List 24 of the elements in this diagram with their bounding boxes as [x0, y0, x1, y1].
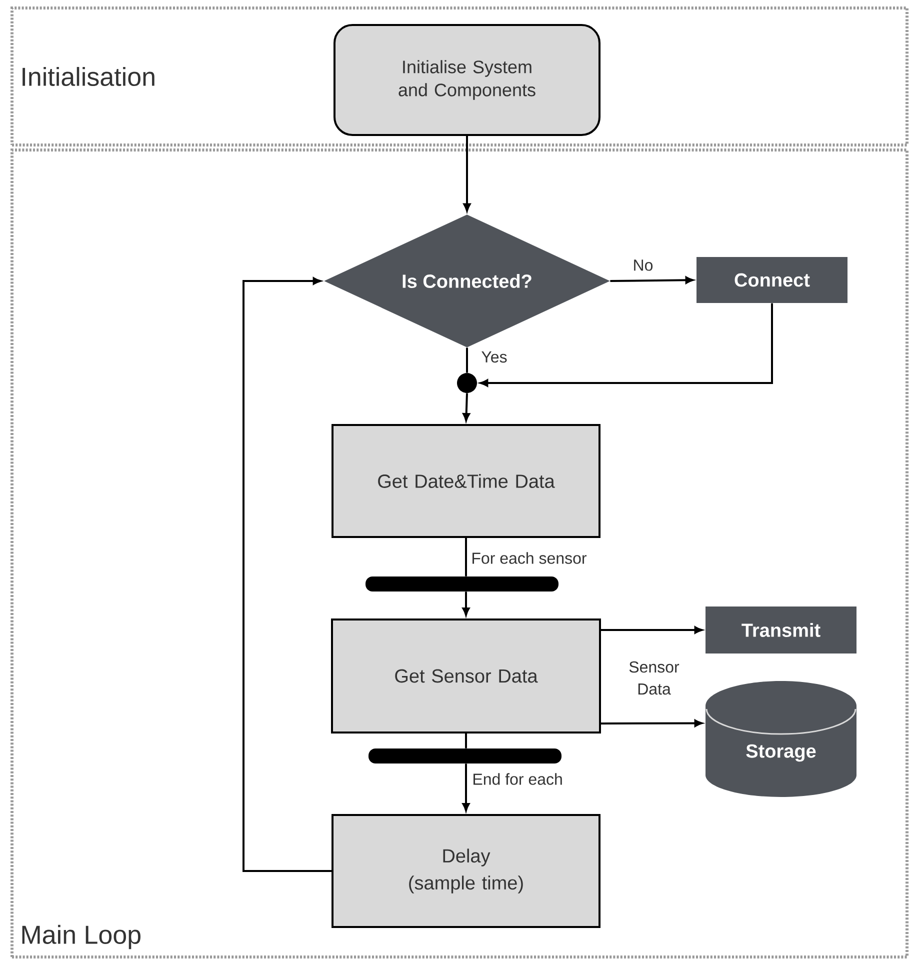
junction-dot [457, 373, 477, 393]
sync-bar [368, 748, 562, 764]
arrow [462, 393, 470, 422]
arrow [242, 277, 332, 872]
edge-label: End for each [471, 772, 564, 786]
arrow [601, 720, 702, 727]
arrow [610, 276, 694, 284]
edge-label: No [632, 258, 654, 272]
arrow [463, 136, 471, 212]
arrow [462, 764, 470, 812]
edge-label: For each sensor [470, 551, 588, 565]
arrow [601, 626, 702, 634]
arrow [462, 592, 470, 616]
edge-label: Yes [480, 350, 508, 364]
sync-bar [366, 576, 558, 592]
data-label: Sensor Data [629, 661, 680, 695]
process-box: Get Sensor Data [331, 618, 601, 734]
action-box: Connect [696, 257, 848, 303]
process-box: Delay (sample time) [332, 814, 600, 928]
process-box: Get Date&Time Data [332, 424, 600, 538]
action-box: Transmit [706, 606, 856, 654]
process-box: Initialise System and Components [334, 24, 600, 136]
arrow [480, 303, 773, 387]
storage-cylinder: Storage [706, 681, 856, 797]
